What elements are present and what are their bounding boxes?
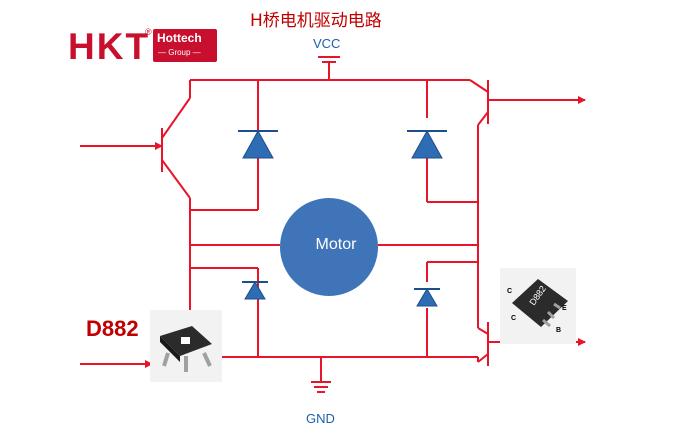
gnd-label: GND	[306, 411, 335, 426]
transistor-chip-right-image: D882 C C E B	[500, 268, 576, 344]
right-top-transistor	[469, 79, 586, 328]
gnd-symbol	[311, 357, 331, 393]
motor-label: Motor	[315, 236, 357, 253]
diode-top-right	[407, 129, 447, 159]
diode-top-left	[238, 129, 278, 159]
motor-symbol	[280, 198, 378, 296]
logo-company-name: Hottech	[157, 31, 202, 45]
registered-mark: ®	[145, 27, 152, 37]
transistor-chip-left-image	[150, 310, 222, 382]
diode-bottom-left	[242, 281, 268, 300]
logo-badge	[153, 29, 217, 62]
right-column-wires	[378, 80, 478, 357]
pin-label-e: E	[562, 305, 567, 312]
diode-bottom-right	[414, 288, 440, 307]
company-logo: HKT	[68, 26, 151, 67]
vcc-symbol	[318, 56, 340, 80]
pin-label-b: B	[556, 327, 561, 334]
logo-group-text: — Group —	[158, 48, 201, 57]
left-top-transistor	[80, 80, 191, 210]
pin-label-c2: C	[511, 315, 516, 322]
part-number-label: D882	[86, 316, 139, 341]
diagram-title: H桥电机驱动电路	[250, 11, 382, 31]
vcc-label: VCC	[313, 36, 341, 51]
pin-label-c1: C	[507, 288, 512, 295]
